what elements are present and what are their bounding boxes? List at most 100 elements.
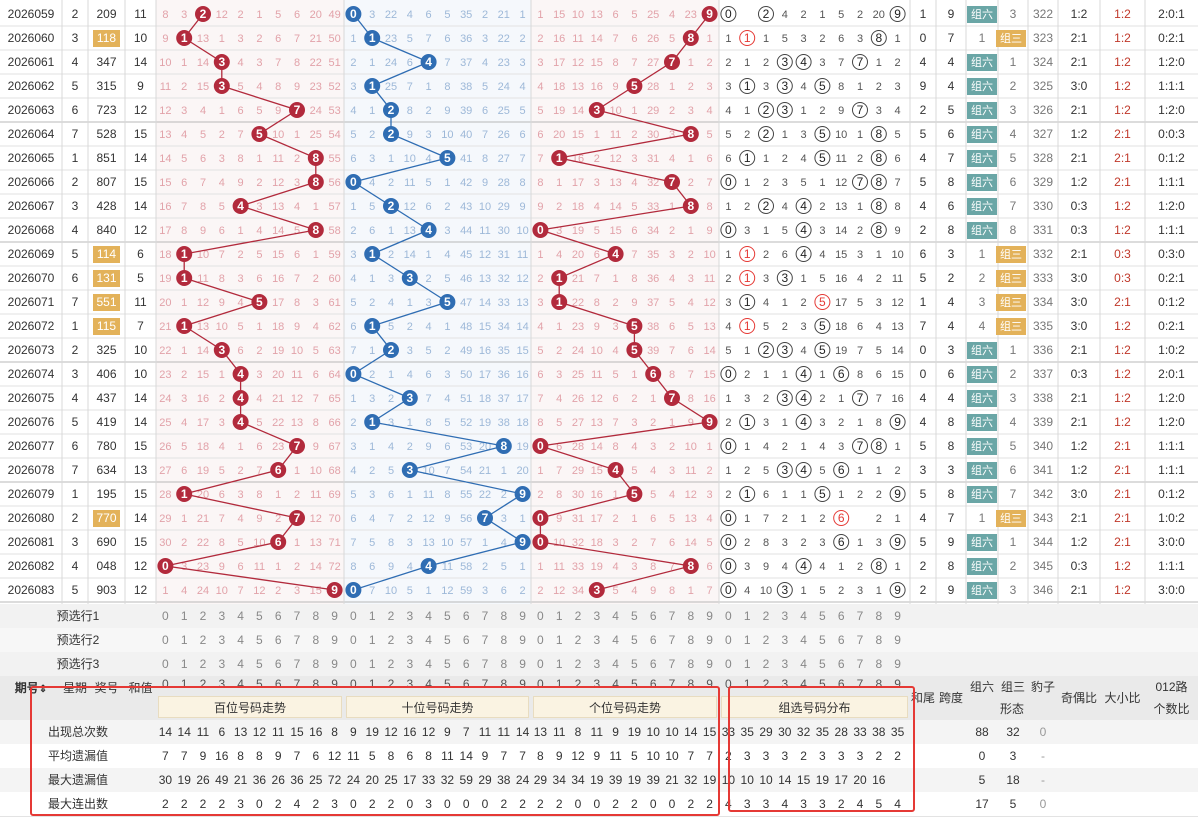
preselect-digit[interactable]: 3 [218, 657, 226, 671]
preselect-digit[interactable]: 8 [500, 609, 508, 623]
preselect-digit[interactable]: 9 [519, 633, 526, 647]
preselect-digit[interactable]: 5 [444, 633, 451, 647]
preselect-digit[interactable]: 8 [875, 657, 883, 671]
preselect-digit[interactable]: 2 [762, 609, 770, 623]
preselect-digit[interactable]: 0 [725, 657, 732, 671]
sort-icon[interactable]: ⇕ [38, 684, 48, 695]
preselect-digit[interactable]: 5 [819, 609, 826, 623]
preselect-digit[interactable]: 0 [162, 657, 169, 671]
preselect-digit[interactable]: 4 [425, 633, 432, 647]
preselect-digit[interactable]: 9 [519, 657, 526, 671]
preselect-digit[interactable]: 6 [837, 657, 845, 671]
preselect-digit[interactable]: 9 [331, 657, 338, 671]
preselect-digit[interactable]: 2 [199, 633, 207, 647]
preselect-digit[interactable]: 1 [180, 633, 188, 647]
preselect-digit[interactable]: 0 [350, 633, 357, 647]
preselect-digit[interactable]: 2 [199, 609, 207, 623]
preselect-digit[interactable]: 6 [649, 657, 657, 671]
preselect-digit[interactable]: 3 [406, 657, 414, 671]
preselect-digit[interactable]: 2 [762, 657, 770, 671]
preselect-digit[interactable]: 8 [312, 609, 320, 623]
preselect-digit[interactable]: 5 [256, 633, 263, 647]
preselect-digit[interactable]: 6 [649, 633, 657, 647]
preselect-digit[interactable]: 8 [687, 609, 695, 623]
preselect-digit[interactable]: 2 [762, 633, 770, 647]
preselect-digit[interactable]: 7 [481, 657, 489, 671]
preselect-digit[interactable]: 9 [894, 657, 901, 671]
preselect-digit[interactable]: 6 [649, 609, 657, 623]
preselect-digit[interactable]: 7 [668, 609, 676, 623]
preselect-digit[interactable]: 4 [237, 633, 244, 647]
preselect-digit[interactable]: 4 [612, 657, 619, 671]
preselect-digit[interactable]: 9 [331, 609, 338, 623]
preselect-digit[interactable]: 4 [800, 657, 807, 671]
preselect-digit[interactable]: 7 [293, 657, 301, 671]
preselect-digit[interactable]: 0 [537, 609, 544, 623]
preselect-digit[interactable]: 4 [800, 609, 807, 623]
preselect-digit[interactable]: 2 [387, 609, 395, 623]
preselect-digit[interactable]: 6 [274, 609, 282, 623]
preselect-digit[interactable]: 5 [631, 609, 638, 623]
preselect-digit[interactable]: 8 [312, 633, 320, 647]
preselect-digit[interactable]: 3 [406, 609, 414, 623]
preselect-digit[interactable]: 8 [875, 633, 883, 647]
preselect-digit[interactable]: 5 [256, 657, 263, 671]
preselect-digit[interactable]: 3 [781, 609, 789, 623]
preselect-digit[interactable]: 5 [631, 633, 638, 647]
preselect-digit[interactable]: 8 [500, 657, 508, 671]
preselect-digit[interactable]: 4 [612, 633, 619, 647]
preselect-digit[interactable]: 3 [593, 609, 601, 623]
preselect-digit[interactable]: 1 [368, 633, 376, 647]
preselect-digit[interactable]: 9 [894, 633, 901, 647]
preselect-digit[interactable]: 1 [555, 609, 563, 623]
preselect-digit[interactable]: 8 [875, 609, 883, 623]
preselect-digit[interactable]: 2 [574, 657, 582, 671]
preselect-digit[interactable]: 7 [481, 633, 489, 647]
preselect-digit[interactable]: 1 [743, 657, 751, 671]
preselect-digit[interactable]: 1 [180, 657, 188, 671]
preselect-digit[interactable]: 2 [387, 657, 395, 671]
preselect-digit[interactable]: 7 [481, 609, 489, 623]
preselect-digit[interactable]: 5 [819, 657, 826, 671]
preselect-digit[interactable]: 2 [387, 633, 395, 647]
preselect-digit[interactable]: 0 [162, 609, 169, 623]
preselect-digit[interactable]: 6 [462, 657, 470, 671]
preselect-digit[interactable]: 0 [537, 633, 544, 647]
preselect-digit[interactable]: 5 [631, 657, 638, 671]
preselect-digit[interactable]: 4 [425, 657, 432, 671]
preselect-digit[interactable]: 0 [350, 657, 357, 671]
preselect-digit[interactable]: 1 [368, 657, 376, 671]
preselect-digit[interactable]: 0 [725, 633, 732, 647]
preselect-digit[interactable]: 3 [781, 657, 789, 671]
preselect-digit[interactable]: 3 [406, 633, 414, 647]
preselect-digit[interactable]: 5 [444, 609, 451, 623]
preselect-digit[interactable]: 7 [856, 657, 864, 671]
preselect-digit[interactable]: 4 [237, 609, 244, 623]
preselect-digit[interactable]: 7 [856, 609, 864, 623]
preselect-digit[interactable]: 4 [237, 657, 244, 671]
preselect-digit[interactable]: 9 [706, 657, 713, 671]
preselect-digit[interactable]: 4 [800, 633, 807, 647]
preselect-digit[interactable]: 4 [425, 609, 432, 623]
preselect-digit[interactable]: 9 [706, 609, 713, 623]
preselect-digit[interactable]: 2 [199, 657, 207, 671]
preselect-digit[interactable]: 6 [462, 633, 470, 647]
preselect-digit[interactable]: 9 [706, 633, 713, 647]
preselect-digit[interactable]: 5 [444, 657, 451, 671]
preselect-digit[interactable]: 7 [856, 633, 864, 647]
preselect-digit[interactable]: 7 [668, 657, 676, 671]
preselect-digit[interactable]: 8 [687, 657, 695, 671]
preselect-digit[interactable]: 6 [274, 657, 282, 671]
preselect-digit[interactable]: 0 [162, 633, 169, 647]
preselect-digit[interactable]: 0 [350, 609, 357, 623]
preselect-digit[interactable]: 7 [293, 609, 301, 623]
preselect-digit[interactable]: 8 [687, 633, 695, 647]
preselect-digit[interactable]: 2 [574, 633, 582, 647]
preselect-digit[interactable]: 3 [593, 633, 601, 647]
preselect-digit[interactable]: 7 [668, 633, 676, 647]
preselect-digit[interactable]: 1 [743, 633, 751, 647]
preselect-digit[interactable]: 8 [500, 633, 508, 647]
